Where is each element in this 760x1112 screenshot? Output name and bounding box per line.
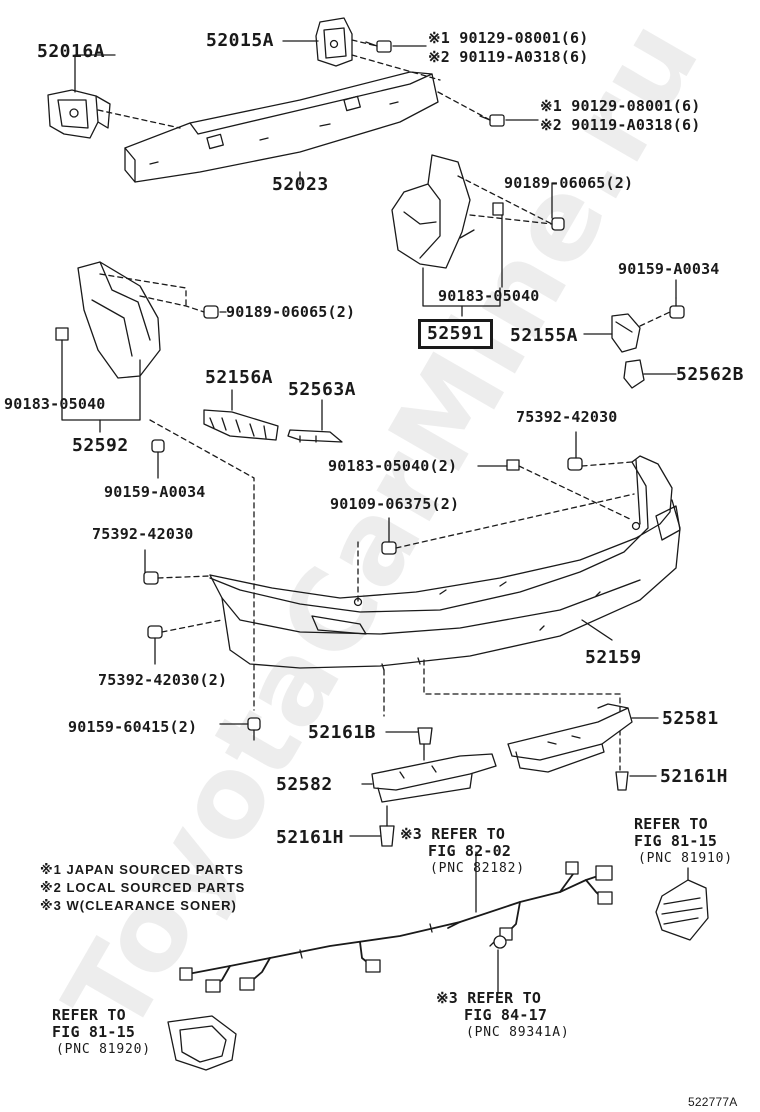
label-90119-right: ※2 90119-A0318(6) (540, 116, 701, 134)
ref-82182-line2: FIG 82-02 (428, 842, 512, 860)
wire-harness (187, 869, 605, 987)
label-52023: 52023 (272, 174, 329, 195)
bracket-52562B (623, 359, 645, 389)
bumper-cover (209, 455, 681, 671)
leaders-covers (361, 717, 659, 785)
ref-89341A-line3: (PNC 89341A) (466, 1025, 570, 1040)
label-52161H-right: 52161H (660, 766, 729, 787)
label-52582: 52582 (276, 774, 333, 795)
label-90183-bumper: 90183-05040(2) (328, 457, 458, 475)
bolt-right (479, 114, 505, 127)
clip-90183-bumper (506, 459, 520, 471)
note-1: ※1 JAPAN SOURCED PARTS (40, 862, 244, 877)
label-75392-top: 75392-42030 (516, 408, 618, 426)
clip-90159-60415 (219, 717, 261, 741)
clip-52161H-right (615, 771, 657, 791)
leaders-52155A (639, 311, 671, 327)
lower-cover-52581 (507, 703, 633, 773)
connectors (179, 861, 613, 993)
label-52015A: 52015A (206, 30, 275, 51)
bolt-top (365, 40, 392, 53)
screw-75392-lower (147, 625, 163, 639)
label-90129-right: ※1 90129-08001(6) (540, 97, 701, 115)
ref-82182-line3: (PNC 82182) (430, 861, 525, 876)
label-52156A: 52156A (205, 367, 274, 388)
note-3: ※3 W(CLEARANCE SONER) (40, 898, 237, 913)
label-90159-A0034-left: 90159-A0034 (104, 483, 206, 501)
ref-81920-line1: REFER TO (52, 1006, 126, 1024)
label-52016A: 52016A (37, 41, 106, 62)
label-52562B: 52562B (676, 364, 745, 385)
ref-81910-line2: FIG 81-15 (634, 832, 718, 850)
bracket-right (315, 17, 353, 67)
screw-75392-left (143, 571, 159, 585)
ref-81910-line3: (PNC 81910) (638, 851, 733, 866)
label-52592: 52592 (72, 435, 129, 456)
label-90159-A0034-right: 90159-A0034 (618, 260, 720, 278)
label-90183-left: 90183-05040 (4, 395, 106, 413)
label-75392-left: 75392-42030 (92, 525, 194, 543)
leaders-top (97, 39, 491, 129)
label-90189-left: 90189-06065(2) (226, 303, 356, 321)
bolt-90159-left (151, 439, 165, 479)
clip-90183-left (55, 327, 69, 341)
label-90129-top: ※1 90129-08001(6) (428, 29, 589, 47)
part-81910 (655, 867, 709, 941)
leaders-bumper-solid (144, 431, 613, 665)
ref-81920-line2: FIG 81-15 (52, 1023, 136, 1041)
lower-cover-52582 (371, 753, 497, 803)
clip-90189-left (203, 305, 219, 319)
harness-leaders (475, 851, 499, 993)
ref-81910-line1: REFER TO (634, 815, 708, 833)
label-90189-right: 90189-06065(2) (504, 174, 634, 192)
ref-81920-line3: (PNC 81920) (56, 1042, 151, 1057)
leaders-solid-top (74, 40, 539, 183)
label-90119-top: ※2 90119-A0318(6) (428, 48, 589, 66)
label-90109: 90109-06375(2) (330, 495, 460, 513)
clip-90159-A0034-right (669, 297, 685, 319)
label-90159-60415: 90159-60415(2) (68, 718, 198, 736)
label-52563A: 52563A (288, 379, 357, 400)
leaders-ext-left-solid (61, 311, 227, 433)
leaders-ext-right-solid (422, 182, 553, 317)
bracket-left (47, 89, 111, 139)
label-52161B: 52161B (308, 722, 377, 743)
leaders-ext-left (99, 273, 255, 711)
label-52161H-left: 52161H (276, 827, 345, 848)
label-52581: 52581 (662, 708, 719, 729)
clip-52161B (385, 727, 433, 761)
ref-89341A-line1: ※3 REFER TO (436, 989, 542, 1007)
label-52159: 52159 (585, 647, 642, 668)
reinforcement-beam (124, 71, 439, 183)
extension-left (77, 261, 161, 379)
extension-right (391, 154, 504, 269)
bolt-90109 (381, 517, 397, 555)
document-id: 522777A (688, 1095, 738, 1109)
part-81920 (167, 1015, 237, 1071)
clip-90189-right (551, 217, 565, 231)
screw-75392-top (567, 457, 583, 471)
retainer-52563A (287, 399, 343, 443)
label-90183-right: 90183-05040 (438, 287, 540, 305)
leaders-52155A-solid (583, 279, 677, 375)
ref-82182-line1: ※3 REFER TO (400, 825, 506, 843)
label-52591: 52591 (418, 319, 493, 349)
label-75392-lower: 75392-42030(2) (98, 671, 228, 689)
note-2: ※2 LOCAL SOURCED PARTS (40, 880, 246, 895)
label-52155A: 52155A (510, 325, 579, 346)
retainer-52156A (203, 389, 279, 441)
leaders-ext-right (457, 175, 553, 225)
clip-52161H-left (349, 805, 395, 847)
ref-89341A-line2: FIG 84-17 (464, 1006, 548, 1024)
bracket-52155A (611, 313, 641, 353)
sonar-sensor (489, 935, 507, 949)
